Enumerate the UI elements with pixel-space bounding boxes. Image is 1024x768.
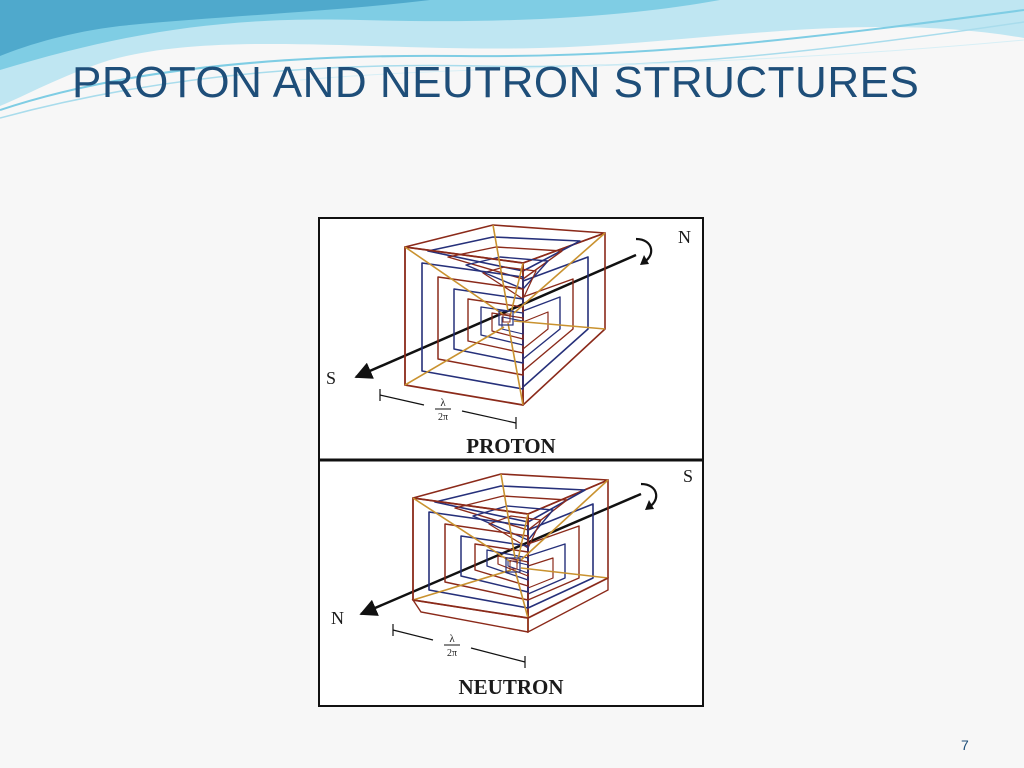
neutron-magnetic-axis — [359, 492, 642, 616]
page-number: 7 — [961, 737, 969, 753]
slide-title: PROTON AND NEUTRON STRUCTURES — [72, 58, 920, 107]
neutron-bottom-pole-label: N — [331, 608, 344, 628]
proton-caption: PROTON — [466, 434, 555, 458]
proton-two-pi-label: 2π — [438, 412, 448, 423]
proton-magnetic-axis — [354, 253, 637, 379]
proton-neutron-figure: N S λ 2π PROTON — [318, 217, 704, 707]
neutron-panel: S N λ 2π NEUTRON — [331, 466, 693, 699]
neutron-caption: NEUTRON — [458, 675, 563, 699]
proton-lambda-label: λ — [440, 397, 446, 409]
proton-bottom-pole-label: S — [326, 368, 336, 388]
neutron-cube — [411, 473, 609, 634]
proton-cube — [404, 224, 606, 406]
proton-panel: N S λ 2π PROTON — [326, 224, 691, 458]
header-wave-decoration — [0, 0, 1024, 119]
proton-top-pole-label: N — [678, 227, 691, 247]
neutron-top-pole-label: S — [683, 466, 693, 486]
neutron-lambda-label: λ — [449, 633, 455, 645]
neutron-two-pi-label: 2π — [447, 648, 457, 659]
